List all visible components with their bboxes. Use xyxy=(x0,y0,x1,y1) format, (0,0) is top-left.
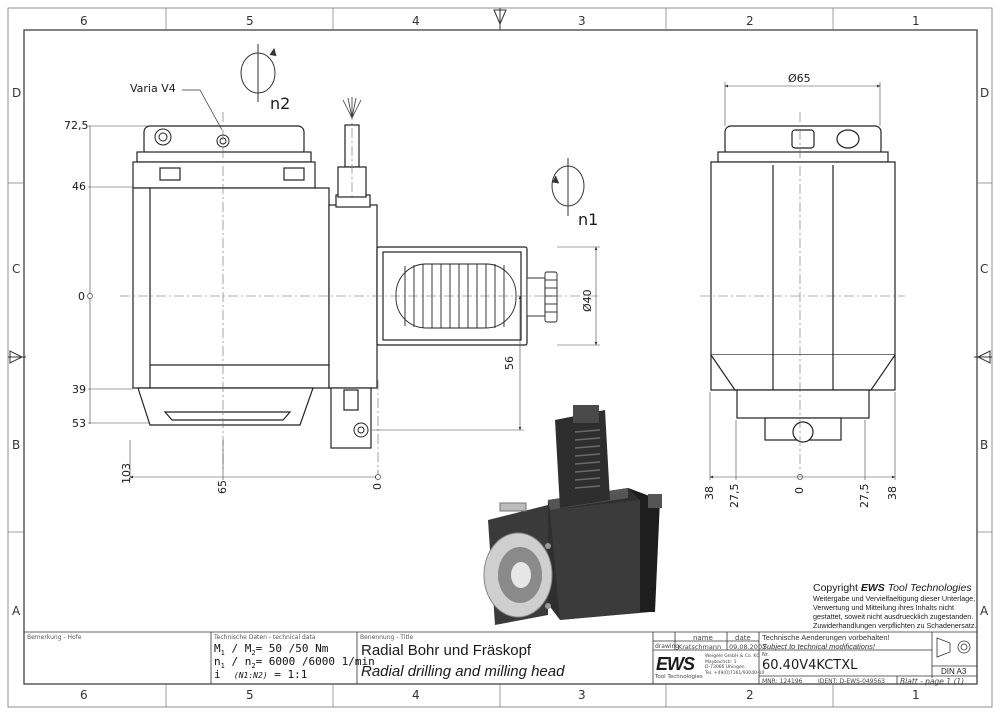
ews-logo: EWS xyxy=(656,654,695,674)
zone-col-5-top: 5 xyxy=(246,14,254,28)
dim-38-right: 38 xyxy=(886,486,899,500)
ratio-row: i (N1:N2) = 1:1 xyxy=(214,668,308,681)
title-german: Radial Bohr und Fräskopf xyxy=(361,642,532,659)
notice-english: Subject to technical modifications! xyxy=(762,642,875,651)
zone-col-2-top: 2 xyxy=(746,14,754,28)
copyright-prefix: Copyright xyxy=(813,582,861,594)
zone-col-4-bottom: 4 xyxy=(412,688,420,702)
copyright-line: gestattet, soweit nicht ausdruecklich zu… xyxy=(813,612,974,621)
dim-56: 56 xyxy=(503,356,516,370)
dim-0-left: 0 xyxy=(78,290,85,303)
copyright-brand: EWS xyxy=(860,582,885,594)
copyright-line: Verwertung und Mitteilung ihres Inhalts … xyxy=(813,603,955,612)
sign-header-date: date xyxy=(735,634,751,642)
copyright-line: Zuwiderhandlungen verpflichten zu Schade… xyxy=(813,621,977,630)
sign-name: Kratschmann xyxy=(678,643,722,651)
sign-date: 09.08.2007 xyxy=(729,643,767,651)
dim-39: 39 xyxy=(72,383,86,396)
copyright-suffix: Tool Technologies xyxy=(884,582,972,594)
dim-diameter-40: Ø40 xyxy=(581,289,594,312)
dim-38-left: 38 xyxy=(703,486,716,500)
varia-label: Varia V4 xyxy=(130,82,176,95)
sheet-page: Blatt - page 1 (1) xyxy=(900,677,965,686)
dim-0-front: 0 xyxy=(793,487,806,494)
zone-row-b-left: B xyxy=(12,438,21,452)
dim-53: 53 xyxy=(72,417,86,430)
dim-46: 46 xyxy=(72,180,86,193)
zone-row-d-right: D xyxy=(980,86,990,100)
company-address: Weigele GmbH & Co. KG Maybachstr. 1 D-73… xyxy=(705,654,765,676)
title-english: Radial drilling and milling head xyxy=(361,663,565,680)
copyright-heading: Copyright EWS Tool Technologies xyxy=(813,582,978,594)
dim-diameter-65: Ø65 xyxy=(788,72,811,85)
part-number: 60.40V4KCTXL xyxy=(762,658,858,673)
rotation-n1-label: n1 xyxy=(578,210,599,229)
dim-72-5: 72,5 xyxy=(64,119,89,132)
dim-27-5-left: 27,5 xyxy=(728,483,741,509)
sign-header-name: name xyxy=(693,634,713,642)
nr-label: Nr. xyxy=(762,652,769,658)
zone-row-c-left: C xyxy=(12,262,21,276)
sign-row-label: drawing xyxy=(655,643,680,650)
zone-col-3-top: 3 xyxy=(578,14,586,28)
product-render xyxy=(483,405,662,625)
paper-format: DIN A3 xyxy=(941,667,967,676)
ident-number: IDENT: D-EWS-049563 xyxy=(818,678,885,685)
dim-65-side: 65 xyxy=(216,480,229,494)
copyright-line: Weitergabe und Vervielfaeltigung dieser … xyxy=(813,594,976,603)
speed-row: n1 / n2= 6000 /6000 1/min xyxy=(214,655,375,671)
zone-row-a-left: A xyxy=(12,604,21,618)
zone-row-b-right: B xyxy=(980,438,989,452)
zone-row-a-right: A xyxy=(980,604,989,618)
zone-col-1-bottom: 1 xyxy=(912,688,920,702)
title-label: Benennung - Title xyxy=(360,634,414,641)
zone-col-6-top: 6 xyxy=(80,14,88,28)
notice-german: Technische Aenderungen vorbehalten! xyxy=(762,633,890,642)
torque-row: M1 / M2= 50 /50 Nm xyxy=(214,642,329,658)
tech-data-label: Technische Daten - technical data xyxy=(214,634,316,641)
dim-27-5-right: 27,5 xyxy=(858,483,871,509)
zone-col-2-bottom: 2 xyxy=(746,688,754,702)
zone-col-4-top: 4 xyxy=(412,14,420,28)
ews-logo-subtitle: Tool Technologies xyxy=(655,674,703,680)
dim-0-bottom: 0 xyxy=(371,483,384,490)
zone-col-1-top: 1 xyxy=(912,14,920,28)
copyright-block: Copyright EWS Tool Technologies Weiterga… xyxy=(813,582,978,630)
dim-103: 103 xyxy=(120,463,133,484)
zone-col-3-bottom: 3 xyxy=(578,688,586,702)
mnr-number: MNR: 124196 xyxy=(762,678,803,685)
zone-row-d-left: D xyxy=(12,86,22,100)
remark-label: Bemerkung - Hofe xyxy=(27,634,82,641)
zone-col-6-bottom: 6 xyxy=(80,688,88,702)
zone-col-5-bottom: 5 xyxy=(246,688,254,702)
rotation-n2-label: n2 xyxy=(270,94,291,113)
zone-row-c-right: C xyxy=(980,262,989,276)
